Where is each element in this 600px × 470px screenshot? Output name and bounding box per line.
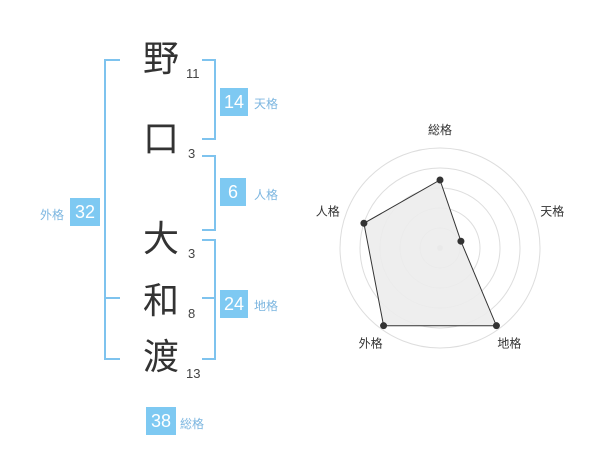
- jin-label: 人格: [254, 188, 279, 202]
- chi-bracket-vertical: [214, 239, 216, 360]
- stroke-count-4: 8: [188, 306, 196, 321]
- name-char-1: 野: [142, 39, 179, 80]
- stroke-count-1: 11: [186, 66, 200, 81]
- radar-axis-label-2: 天格: [540, 204, 564, 219]
- radar-point-1: [436, 176, 444, 184]
- ten-bracket-vertical: [214, 59, 216, 140]
- stroke-count-5: 13: [186, 366, 201, 381]
- stroke-count-3: 3: [188, 246, 196, 261]
- name-char-5: 渡: [142, 337, 179, 378]
- outer-bracket-top: [104, 59, 120, 61]
- radar-axis-label-4: 外格: [359, 335, 383, 350]
- name-char-4: 和: [142, 281, 179, 322]
- jin-bracket-bottom: [202, 229, 216, 231]
- ten-label: 天格: [254, 97, 279, 111]
- ten-bracket-bottom: [202, 138, 216, 140]
- ten-value-box: 14: [220, 88, 248, 116]
- jin-bracket-vertical: [214, 155, 216, 231]
- chi-bracket-bottom: [202, 358, 216, 360]
- radar-axis-label-5: 人格: [316, 204, 340, 219]
- chi-value-box: 24: [220, 290, 248, 318]
- stroke-count-2: 3: [188, 146, 196, 161]
- name-char-3: 大: [142, 219, 179, 260]
- radar-axis-label-3: 地格: [497, 335, 521, 350]
- outer-bracket-mid: [104, 297, 120, 299]
- radar-ring-4: [359, 167, 521, 329]
- outer-bracket-vertical: [104, 59, 106, 360]
- sou-value-box: 38: [146, 407, 176, 435]
- radar-point-3: [492, 322, 500, 330]
- radar-points: [360, 176, 500, 330]
- radar-ring-5: [339, 147, 541, 349]
- gai-value-box: 32: [70, 198, 100, 226]
- chi-label: 地格: [254, 299, 279, 313]
- ten-bracket-top: [202, 59, 216, 61]
- outer-bracket-bottom: [104, 358, 120, 360]
- jin-value-box: 6: [220, 178, 246, 206]
- radar-axis-label-1: 総格: [428, 122, 452, 137]
- radar-point-4: [380, 322, 388, 330]
- gai-label: 外格: [40, 208, 65, 222]
- chi-bracket-mid: [202, 297, 216, 299]
- name-char-2: 口: [142, 119, 179, 160]
- radar-point-2: [457, 237, 465, 245]
- jin-bracket-top: [202, 155, 216, 157]
- radar-polygon: [363, 179, 498, 327]
- chi-bracket-top: [202, 239, 216, 241]
- radar-point-5: [360, 219, 368, 227]
- sou-label: 総格: [180, 417, 205, 431]
